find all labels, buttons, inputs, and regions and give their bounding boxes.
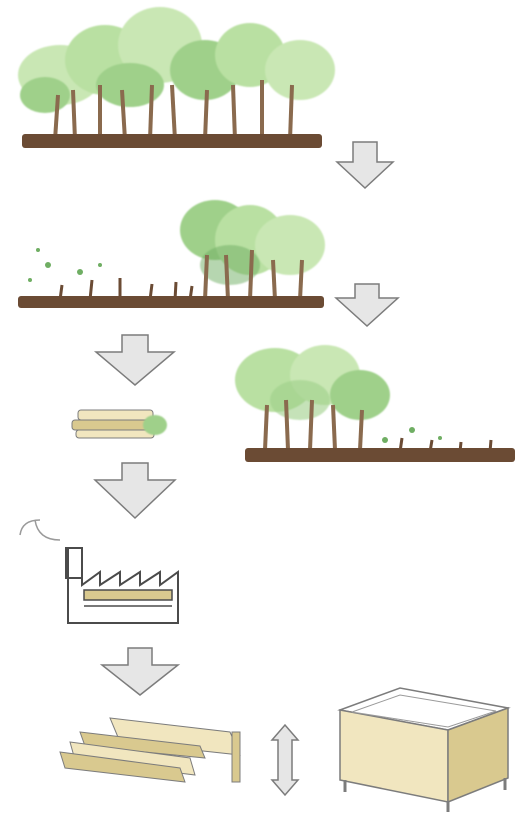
- double-arrow-icon: [272, 725, 298, 795]
- partially-cut-forest-icon: [18, 200, 325, 308]
- wooden-bed-frame-icon: [340, 688, 508, 812]
- down-arrow-icon: [336, 284, 398, 326]
- regrowing-forest-icon: [235, 345, 515, 462]
- log-pile-icon: [72, 410, 167, 438]
- down-arrow-icon: [337, 142, 393, 188]
- lumber-boards-icon: [60, 718, 240, 782]
- forest-icon: [18, 7, 335, 148]
- down-arrow-icon: [102, 648, 178, 695]
- down-arrow-icon: [95, 463, 175, 518]
- factory-icon: [20, 520, 178, 623]
- down-arrow-icon: [96, 335, 174, 385]
